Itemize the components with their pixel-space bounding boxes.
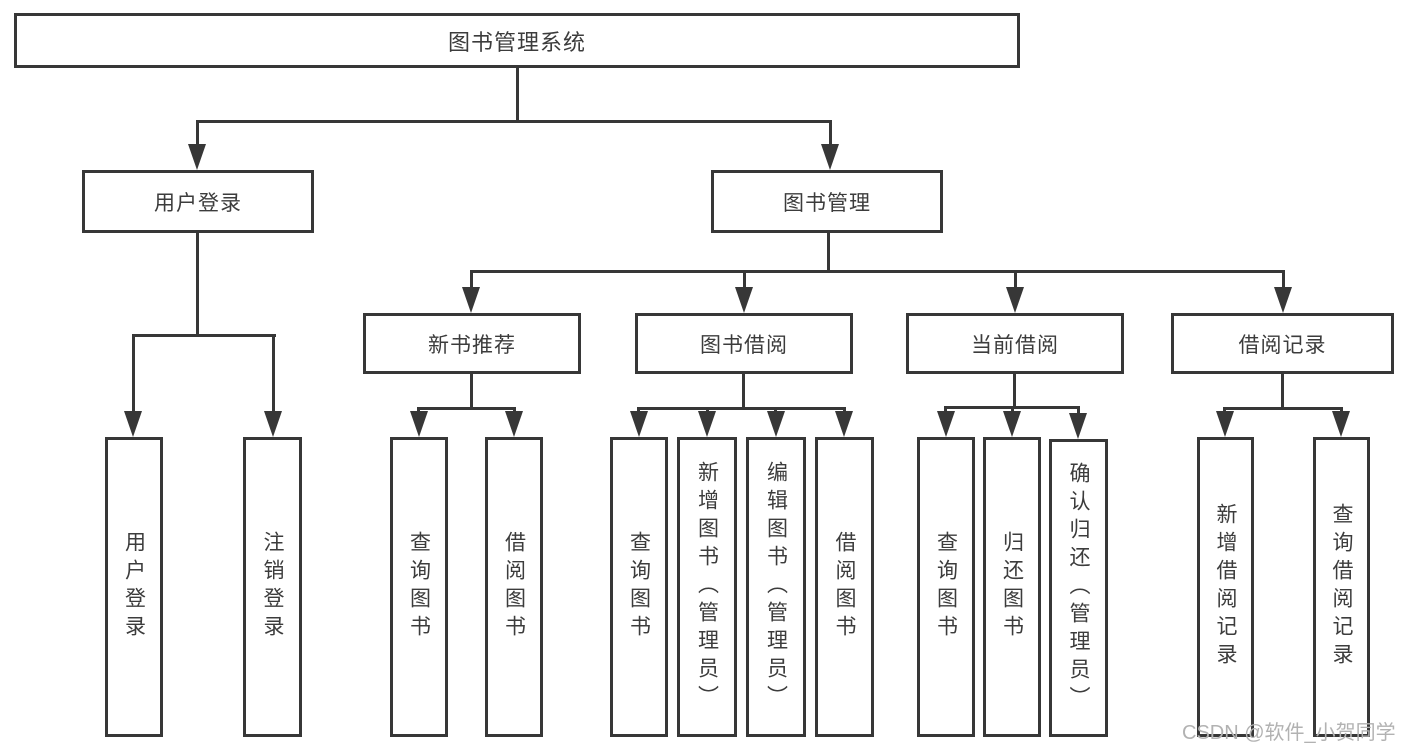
arrow-down-icon — [630, 411, 648, 437]
connector-line — [1014, 270, 1017, 290]
arrow-down-icon — [1274, 287, 1292, 313]
connector-line — [470, 270, 473, 290]
leaf-query-books-borrowing: 查询图书 — [610, 437, 668, 737]
node-label: 查询图书 — [407, 531, 431, 643]
leaf-query-books-current: 查询图书 — [917, 437, 975, 737]
connector-line — [196, 120, 199, 146]
connector-line — [743, 270, 746, 290]
node-label: 归还图书 — [1000, 531, 1024, 643]
leaf-query-borrow-record: 查询借阅记录 — [1313, 437, 1370, 737]
connector-line — [742, 374, 745, 410]
arrow-down-icon — [462, 287, 480, 313]
connector-line — [196, 233, 199, 337]
connector-line — [1282, 270, 1285, 290]
node-label: 查询借阅记录 — [1330, 503, 1353, 671]
connector-line — [944, 406, 947, 415]
node-borrowing-records: 借阅记录 — [1171, 313, 1394, 374]
node-label: 查询图书 — [627, 531, 651, 643]
node-label: 新增图书（管理员） — [695, 461, 719, 713]
connector-line — [132, 334, 135, 413]
leaf-borrow-books-borrowing: 借阅图书 — [815, 437, 874, 737]
leaf-confirm-return-admin: 确认归还（管理员） — [1049, 439, 1108, 737]
node-label: 图书借阅 — [700, 333, 788, 357]
arrow-down-icon — [1006, 287, 1024, 313]
node-label: 图书管理系统 — [447, 29, 586, 55]
leaf-logout: 注销登录 — [243, 437, 302, 737]
node-label: 借阅记录 — [1238, 333, 1327, 357]
arrow-down-icon — [1216, 411, 1234, 437]
connector-line — [470, 270, 1285, 273]
node-label: 用户登录 — [122, 531, 146, 643]
leaf-return-books: 归还图书 — [983, 437, 1041, 737]
arrow-down-icon — [821, 144, 839, 170]
arrow-down-icon — [835, 411, 853, 437]
node-label: 借阅图书 — [833, 531, 856, 643]
node-user-login-group: 用户登录 — [82, 170, 314, 233]
leaf-query-books-recommend: 查询图书 — [390, 437, 448, 737]
node-label: 新增借阅记录 — [1214, 503, 1237, 671]
node-label: 注销登录 — [261, 531, 284, 643]
arrow-down-icon — [937, 411, 955, 437]
connector-line — [637, 407, 846, 410]
arrow-down-icon — [264, 411, 282, 437]
node-book-borrowing: 图书借阅 — [635, 313, 853, 374]
leaf-borrow-books-recommend: 借阅图书 — [485, 437, 543, 737]
leaf-user-login: 用户登录 — [105, 437, 163, 737]
connector-line — [516, 68, 519, 123]
connector-line — [470, 374, 473, 410]
node-label: 用户登录 — [154, 191, 242, 215]
leaf-edit-books-admin: 编辑图书（管理员） — [746, 437, 806, 737]
connector-line — [1077, 406, 1080, 415]
node-label: 查询图书 — [934, 531, 958, 643]
node-library-system: 图书管理系统 — [14, 13, 1020, 68]
node-label: 确认归还（管理员） — [1067, 462, 1090, 714]
node-book-management: 图书管理 — [711, 170, 943, 233]
connector-line — [1013, 374, 1016, 409]
leaf-add-borrow-record: 新增借阅记录 — [1197, 437, 1254, 737]
node-new-book-recommend: 新书推荐 — [363, 313, 581, 374]
node-label: 当前借阅 — [971, 333, 1059, 357]
arrow-down-icon — [767, 411, 785, 437]
connector-line — [829, 120, 832, 146]
arrow-down-icon — [1332, 411, 1350, 437]
connector-line — [272, 334, 275, 413]
node-label: 新书推荐 — [428, 333, 516, 357]
connector-line — [827, 233, 830, 273]
connector-line — [132, 334, 276, 337]
connector-line — [196, 120, 832, 123]
connector-line — [1223, 407, 1343, 410]
node-label: 借阅图书 — [502, 531, 526, 643]
watermark: CSDN @软件_小贺同学 — [1182, 722, 1396, 744]
connector-line — [1011, 406, 1014, 415]
leaf-add-books-admin: 新增图书（管理员） — [677, 437, 737, 737]
arrow-down-icon — [505, 411, 523, 437]
connector-line — [417, 407, 516, 410]
arrow-down-icon — [188, 144, 206, 170]
arrow-down-icon — [1069, 413, 1087, 439]
arrow-down-icon — [698, 411, 716, 437]
connector-line — [1281, 374, 1284, 410]
node-current-borrowing: 当前借阅 — [906, 313, 1124, 374]
arrow-down-icon — [735, 287, 753, 313]
arrow-down-icon — [124, 411, 142, 437]
node-label: 编辑图书（管理员） — [764, 461, 788, 713]
arrow-down-icon — [1003, 411, 1021, 437]
node-label: 图书管理 — [783, 191, 871, 215]
arrow-down-icon — [410, 411, 428, 437]
